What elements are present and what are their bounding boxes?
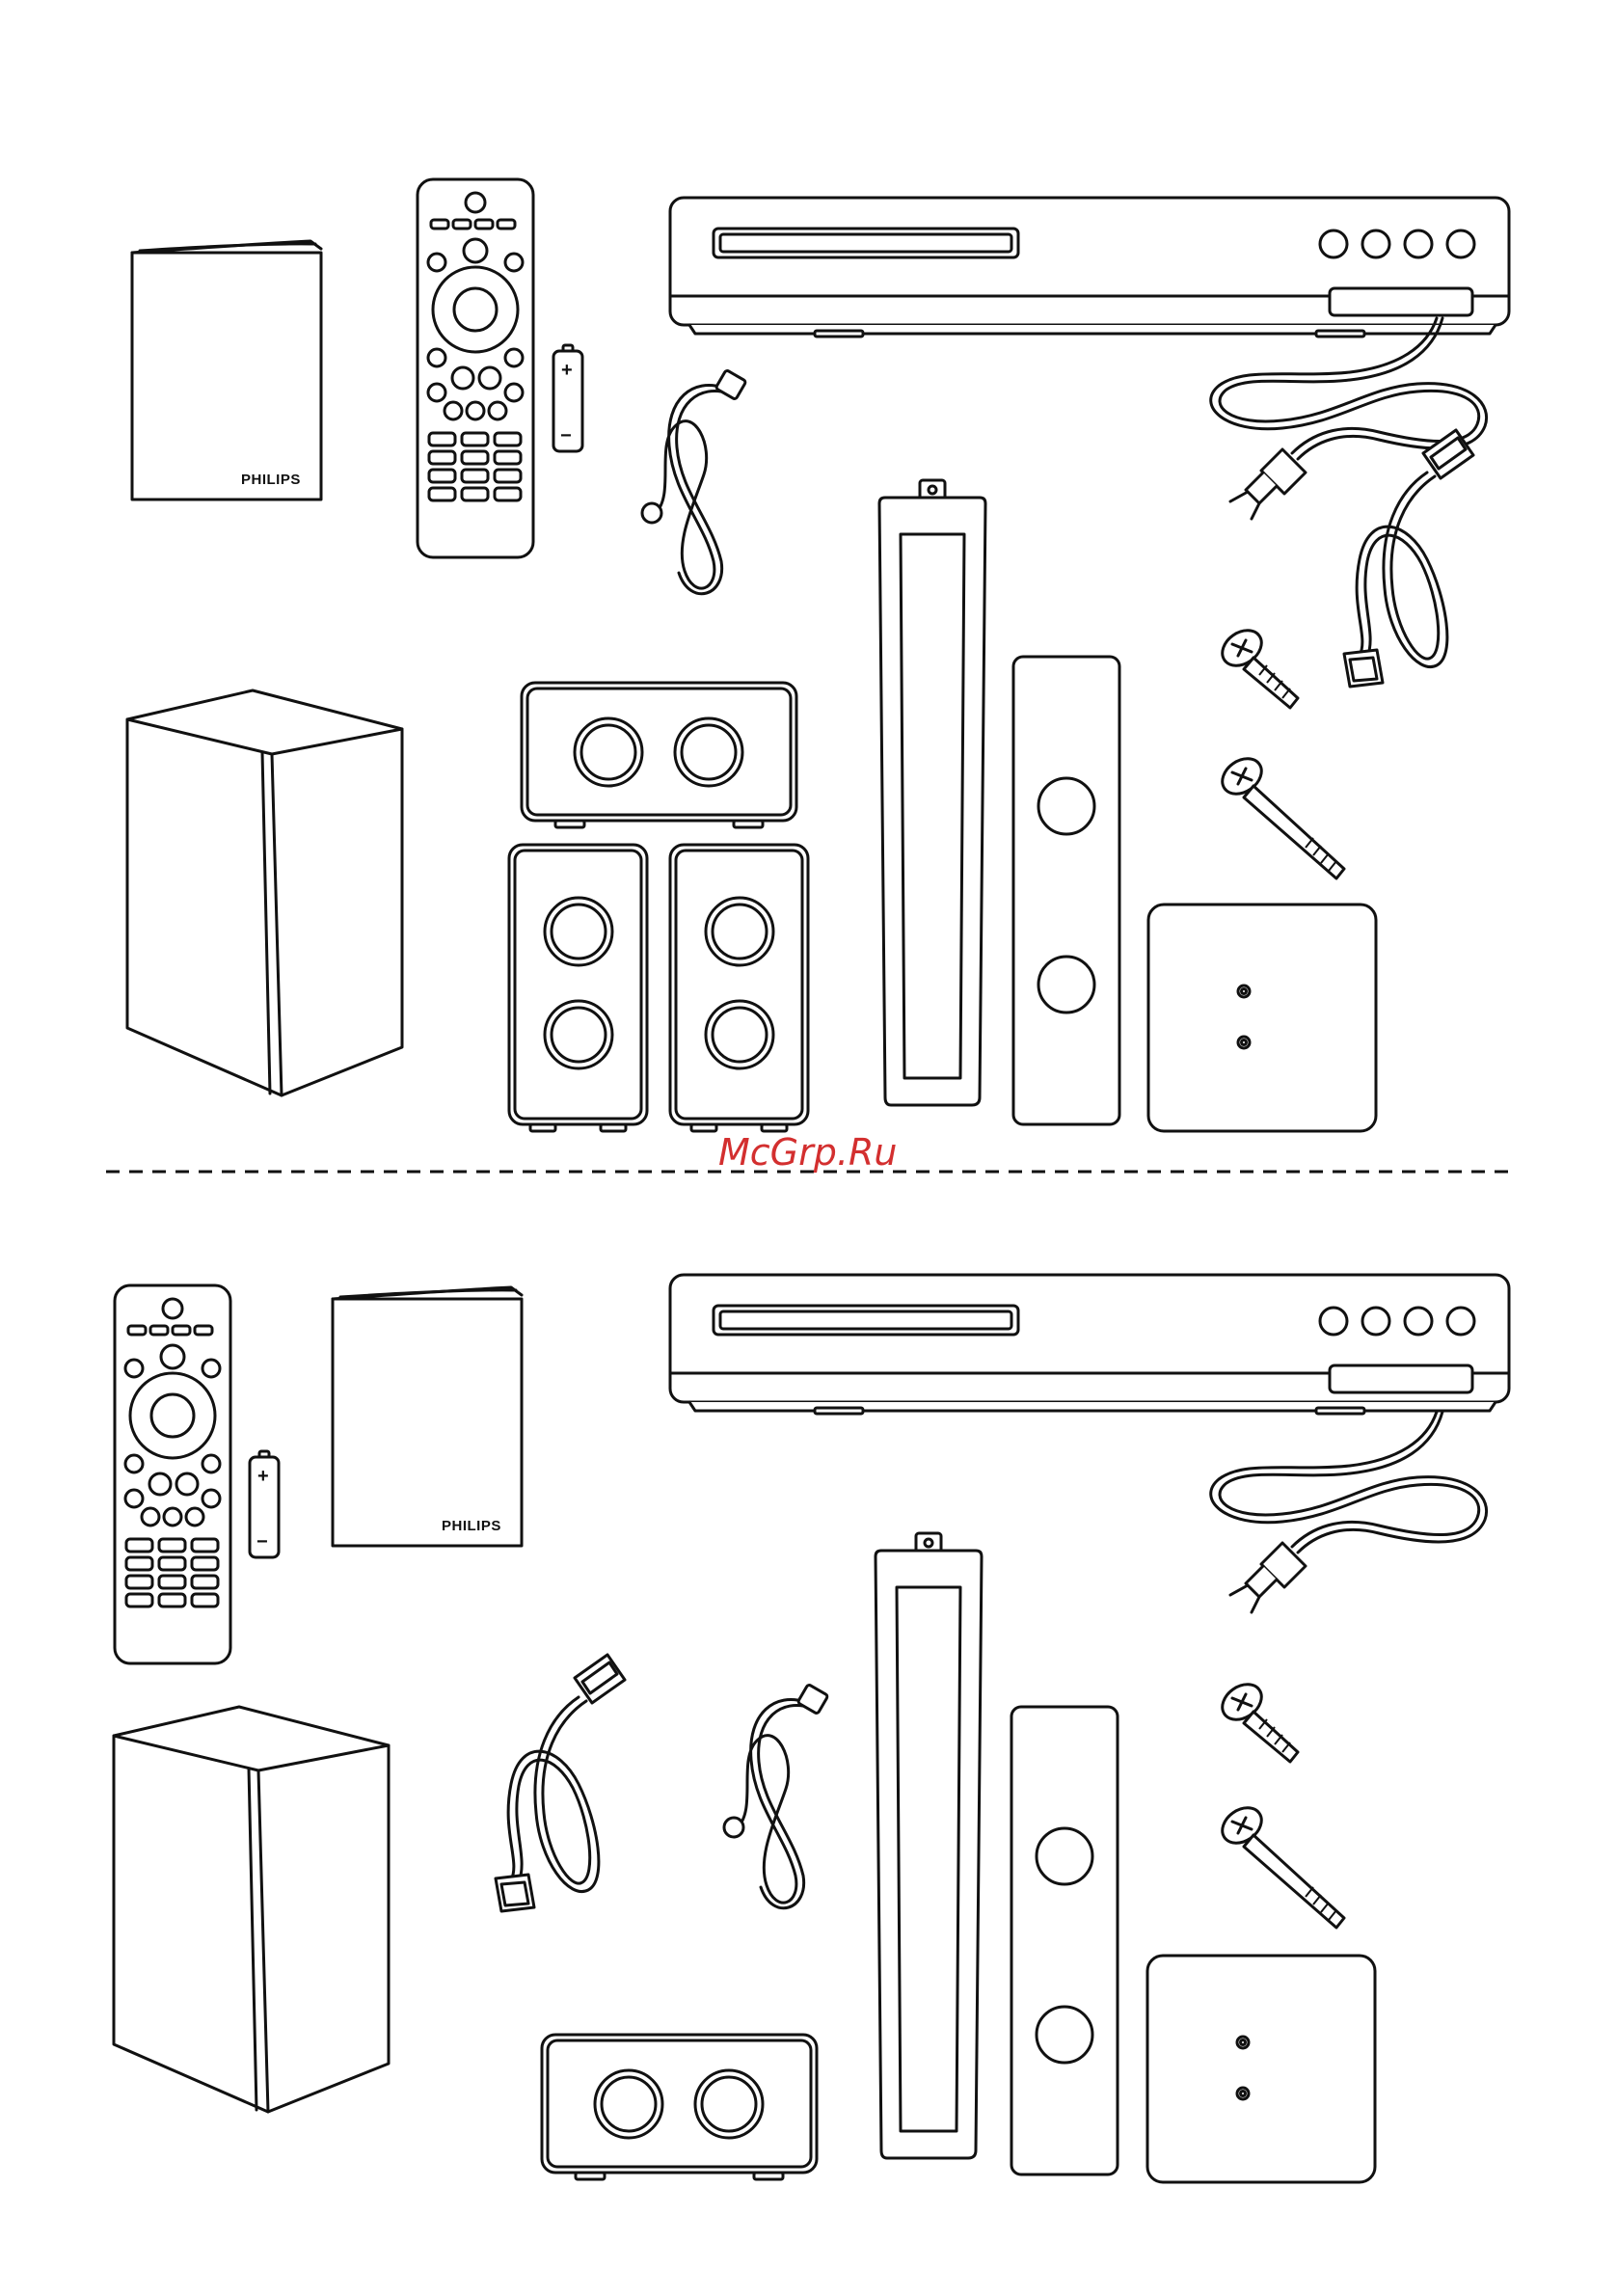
section-bottom: + − PHILIPS	[114, 1275, 1509, 2182]
stand-base-icon	[1147, 1956, 1375, 2182]
battery-minus-sign: −	[256, 1531, 268, 1553]
battery-plus-sign: +	[257, 1466, 269, 1487]
hdmi-cable-icon	[1344, 430, 1473, 687]
battery-icon: + −	[250, 1451, 279, 1557]
subwoofer-icon	[114, 1707, 389, 2112]
power-cord-icon	[1211, 1412, 1487, 1612]
speaker-stand-icon	[879, 480, 985, 1105]
tall-speaker-icon	[1013, 657, 1119, 1124]
center-speaker-icon	[522, 683, 796, 827]
screw-icon	[1216, 1800, 1344, 1928]
screw-icon	[1216, 623, 1298, 708]
battery-plus-sign: +	[561, 360, 573, 381]
screw-icon	[1216, 751, 1344, 878]
tall-speaker-icon	[1011, 1707, 1118, 2174]
battery-icon: + −	[553, 345, 582, 451]
network-cable-icon	[724, 1684, 828, 1907]
remote-control-icon	[418, 179, 533, 557]
satellite-speaker-icon	[509, 845, 647, 1131]
manual-brand-label: PHILIPS	[442, 1518, 501, 1534]
manual-brand-label: PHILIPS	[241, 472, 301, 488]
user-manual-icon: PHILIPS	[132, 241, 321, 500]
watermark: McGrp.Ru	[718, 1131, 897, 1174]
dvd-player-icon	[670, 1275, 1509, 1414]
battery-minus-sign: −	[560, 425, 572, 446]
hdmi-cable-icon	[496, 1655, 625, 1911]
power-cord-icon	[1211, 318, 1487, 519]
network-cable-icon	[642, 369, 746, 593]
screw-icon	[1216, 1677, 1298, 1762]
speaker-stand-icon	[876, 1533, 982, 2158]
subwoofer-icon	[127, 690, 402, 1095]
section-top: PHILIPS + −	[127, 179, 1509, 1131]
dvd-player-icon	[670, 198, 1509, 337]
center-speaker-icon	[542, 2035, 817, 2179]
stand-base-icon	[1148, 905, 1376, 1131]
satellite-speaker-icon	[670, 845, 808, 1131]
user-manual-icon: PHILIPS	[333, 1287, 522, 1546]
remote-control-icon	[115, 1285, 230, 1663]
